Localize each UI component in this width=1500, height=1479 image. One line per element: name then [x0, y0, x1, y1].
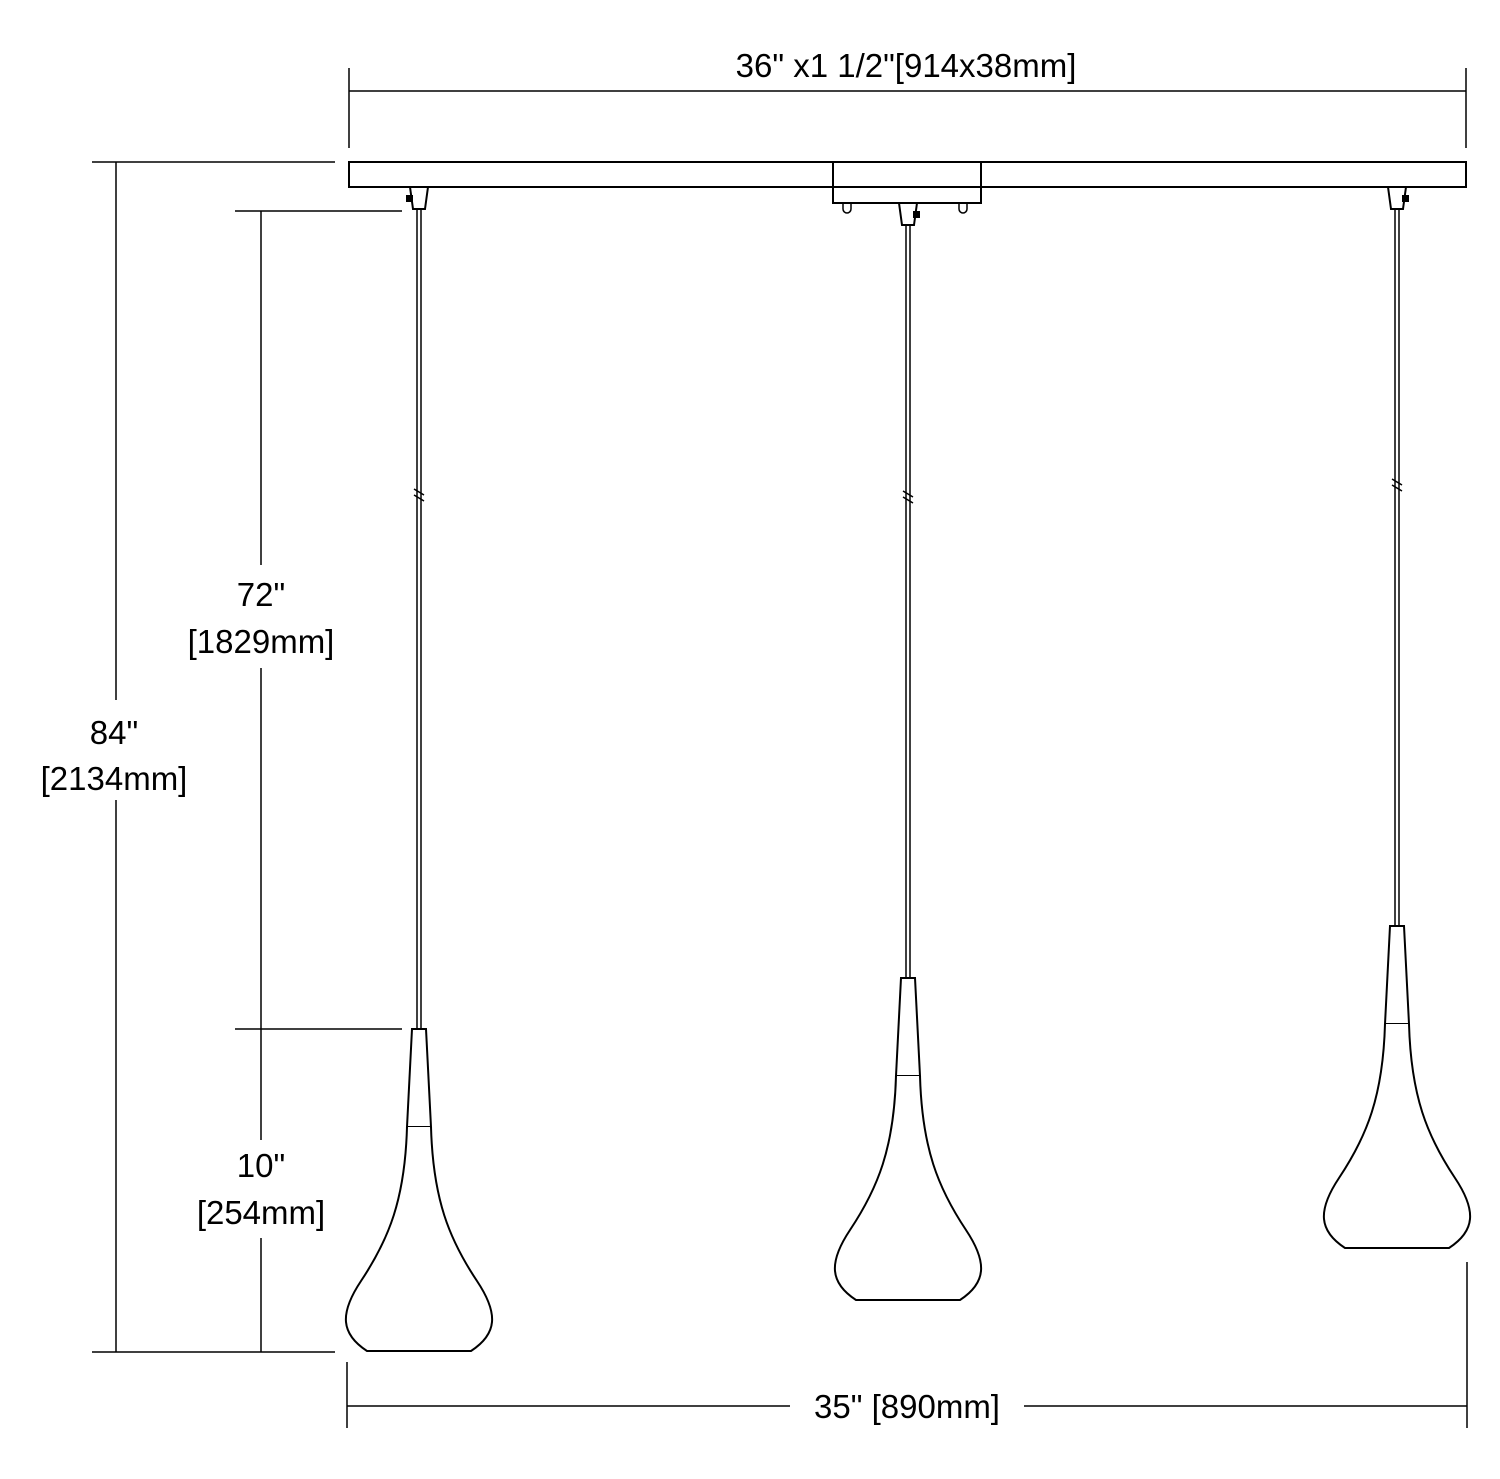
- cord-length-in: 72": [237, 576, 285, 613]
- canopy: [348, 161, 1467, 214]
- cord-length-dimension: 72" [1829mm] 10" [254mm]: [188, 210, 402, 1352]
- pendant-center: [834, 202, 982, 1301]
- canopy-dimension-label: 36" x1 1/2"[914x38mm]: [736, 47, 1077, 84]
- canopy-width-dimension: 36" x1 1/2"[914x38mm]: [348, 47, 1467, 148]
- pendant-left: [345, 186, 493, 1352]
- overall-height-in: 84": [90, 714, 138, 751]
- overall-width-label: 35" [890mm]: [814, 1388, 1000, 1425]
- overall-height-mm: [2134mm]: [41, 760, 188, 797]
- shade-height-in: 10": [237, 1147, 285, 1184]
- cord-length-mm: [1829mm]: [188, 623, 335, 660]
- overall-height-dimension: 84" [2134mm]: [41, 161, 335, 1353]
- overall-width-dimension: 35" [890mm]: [346, 1262, 1468, 1428]
- shade-height-mm: [254mm]: [197, 1194, 325, 1231]
- pendant-right: [1323, 186, 1471, 1249]
